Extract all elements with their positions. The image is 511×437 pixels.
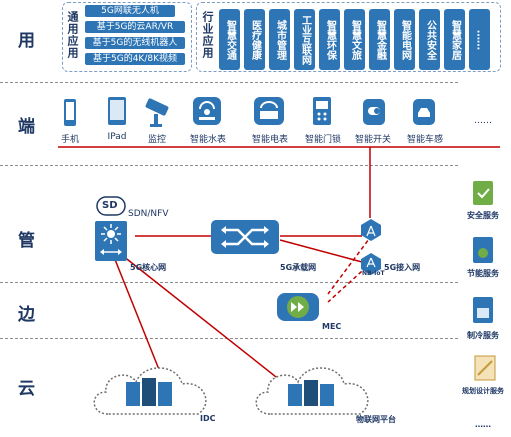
industry-app-tile[interactable]: ……: [469, 9, 490, 70]
service-label: 制冷服务: [467, 331, 499, 340]
service-more: ……: [475, 420, 491, 429]
antenna-icon[interactable]: [360, 218, 382, 242]
service-label: 安全服务: [467, 211, 499, 220]
sdn-icon: [96, 196, 126, 216]
industry-app-tile[interactable]: 智慧金融: [369, 9, 390, 70]
device-label: IPad: [107, 132, 127, 142]
industry-app-tile[interactable]: 智能电网: [394, 9, 415, 70]
layer-label-cloud: 云: [18, 379, 35, 399]
general-apps-label: 通用应用: [66, 11, 79, 59]
planning-design-icon: [474, 355, 496, 381]
industry-app-tile[interactable]: 智慧环保: [319, 9, 340, 70]
idc-cloud-icon[interactable]: [86, 352, 218, 424]
industry-app-tile[interactable]: 智慧交通: [219, 9, 240, 70]
core-network-label: 5G核心网: [130, 263, 167, 272]
separator-1: [0, 82, 458, 83]
sdn-nfv-label: SDN/NFV: [128, 209, 169, 219]
device-label: 智能车感: [406, 135, 443, 145]
access-network-label: 5G接入网: [384, 263, 421, 272]
separator-3: [0, 282, 458, 283]
device-label: 智能门锁: [304, 135, 341, 145]
layer-label-edge: 边: [18, 305, 35, 325]
tablet-icon: [108, 97, 126, 125]
device-label: 手机: [60, 135, 79, 145]
iot-platform-cloud-icon[interactable]: [248, 352, 382, 424]
smart-lock-icon: [313, 97, 331, 125]
industry-app-tile[interactable]: 工业互联网: [294, 9, 315, 70]
industry-apps-label: 行业应用: [201, 11, 214, 59]
idc-label: IDC: [200, 414, 216, 423]
ups-icon: [473, 237, 493, 263]
device-label: 智能电表: [251, 135, 288, 145]
water-meter-icon: [193, 97, 221, 125]
industry-app-tile[interactable]: 智慧家居: [444, 9, 465, 70]
nbiot-label: NB-IoT: [362, 270, 385, 277]
general-app-item[interactable]: 基于5G的云AR/VR: [85, 21, 185, 33]
security-shield-icon: [473, 181, 493, 205]
device-label: 智能水表: [189, 135, 226, 145]
separator-2: [0, 165, 458, 166]
industry-app-tile[interactable]: 智慧文旅: [344, 9, 365, 70]
industry-app-tile[interactable]: 公共安全: [419, 9, 440, 70]
core-network-icon[interactable]: [94, 220, 128, 262]
mec-label: MEC: [322, 322, 342, 331]
general-app-item[interactable]: 基于5G的4K/8K视频: [85, 53, 185, 65]
iot-platform-label: 物联网平台: [356, 415, 396, 424]
layer-label-terminal: 端: [18, 117, 35, 137]
electric-meter-icon: [254, 97, 284, 125]
smart-switch-icon: [363, 99, 385, 125]
layer-label-pipe: 管: [18, 231, 35, 251]
bearer-network-icon[interactable]: [210, 219, 280, 255]
industry-apps-group: 行业应用 智慧交通 医疗健康 城市管理 工业互联网 智慧环保 智慧文旅 智慧金融…: [196, 2, 501, 72]
cooling-icon: [473, 297, 493, 323]
bearer-network-label: 5G承载网: [280, 263, 317, 272]
nbiot-antenna-icon[interactable]: [360, 252, 382, 276]
device-more: ……: [474, 116, 492, 126]
phone-icon: [64, 99, 76, 126]
device-label: 监控: [147, 135, 166, 145]
general-app-item[interactable]: 基于5G的无线机器人: [85, 37, 185, 49]
mec-icon[interactable]: [276, 292, 320, 322]
service-label: 节能服务: [467, 269, 499, 278]
vehicle-sensor-icon: [413, 99, 435, 125]
service-label: 规划设计服务: [462, 387, 504, 395]
industry-app-tile[interactable]: 医疗健康: [244, 9, 265, 70]
camera-icon: [145, 98, 169, 127]
layer-label-application: 用: [18, 31, 35, 51]
industry-app-tile[interactable]: 城市管理: [269, 9, 290, 70]
sdn-badge-text: SD: [102, 200, 118, 211]
general-app-item[interactable]: 5G网联无人机: [85, 5, 175, 17]
general-apps-group: 通用应用 5G网联无人机 基于5G的云AR/VR 基于5G的无线机器人 基于5G…: [62, 2, 192, 72]
device-label: 智能开关: [354, 135, 391, 145]
separator-4: [0, 338, 458, 339]
